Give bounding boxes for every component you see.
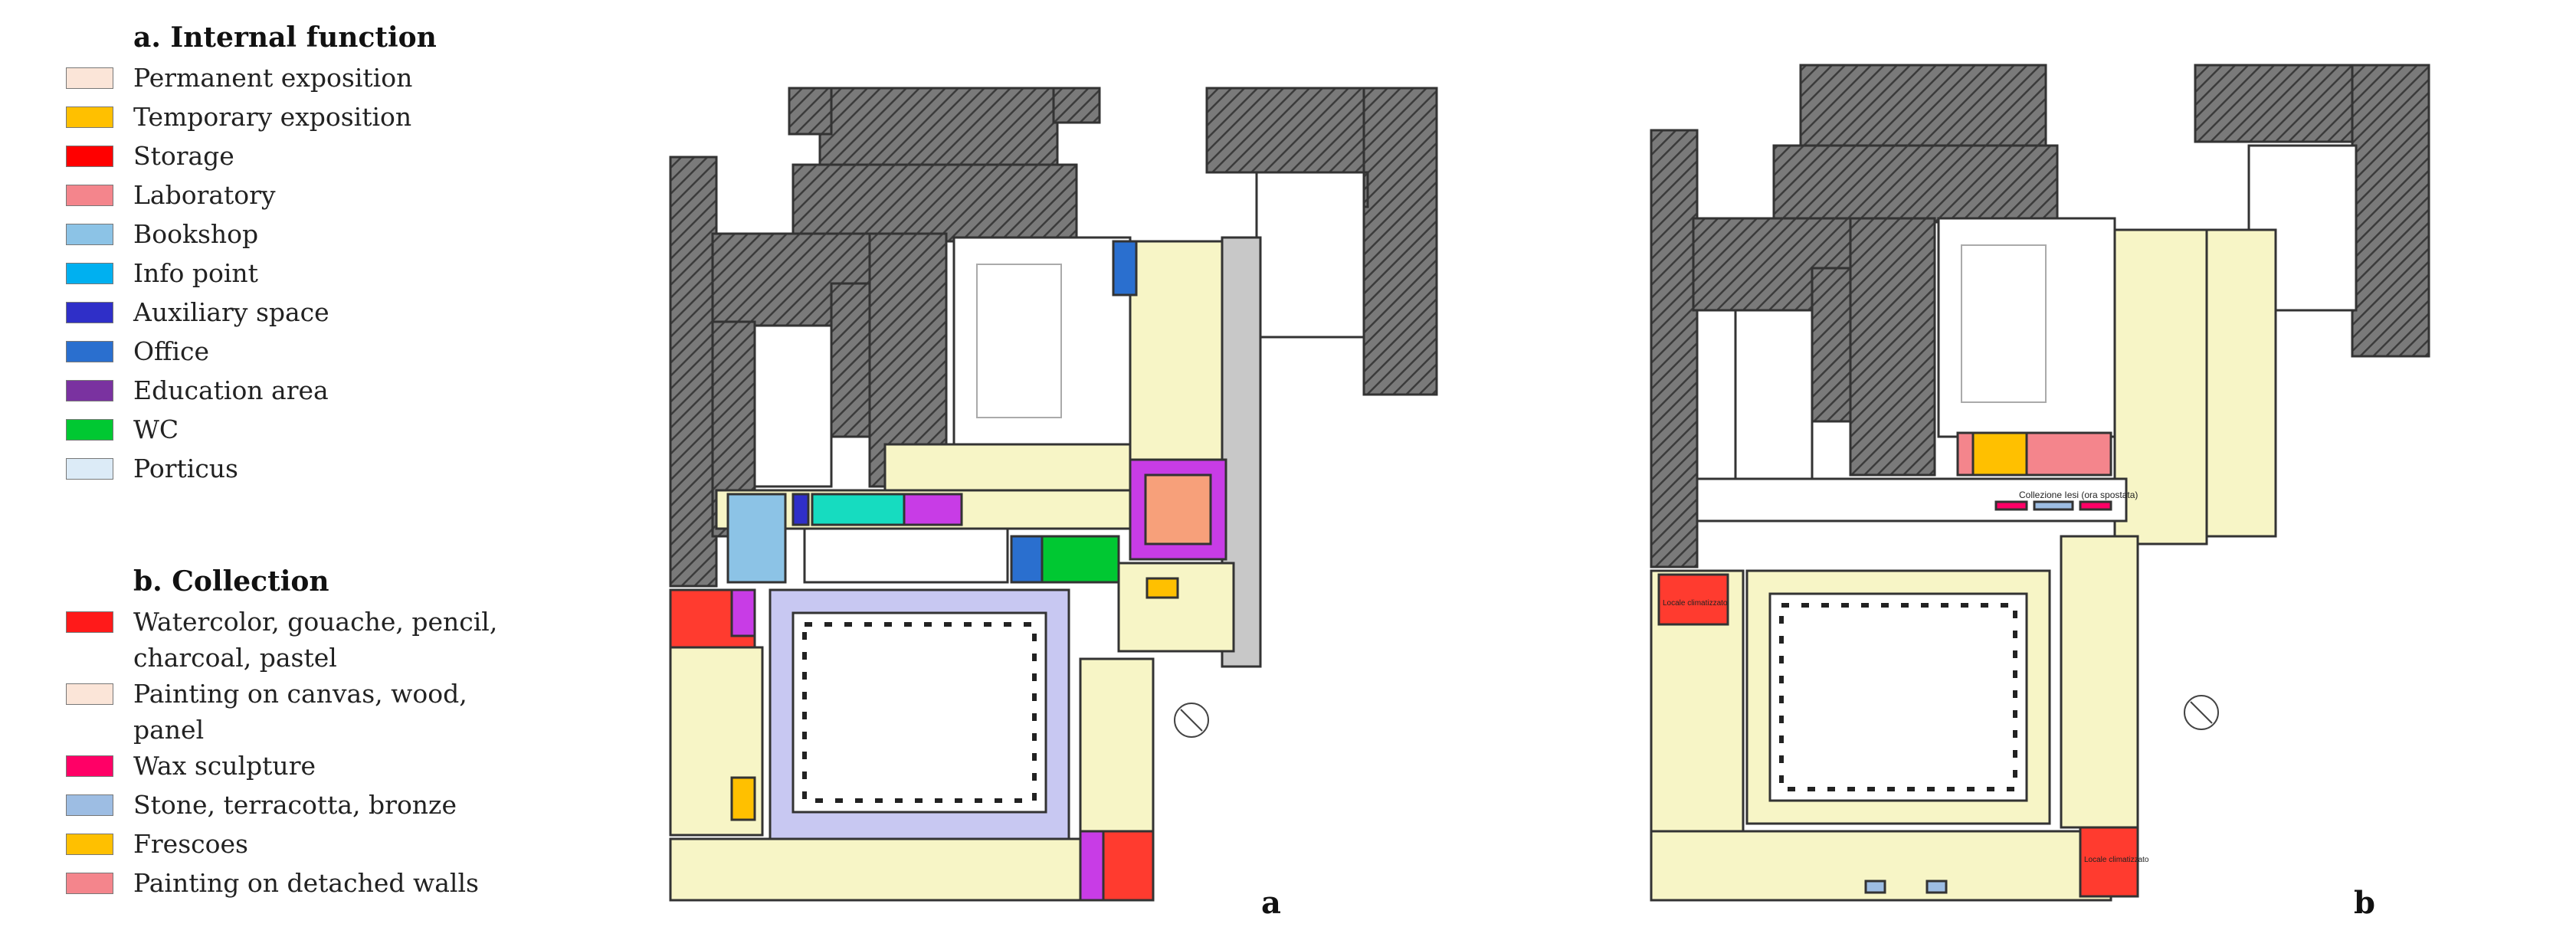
legend-label: Stone, terracotta, bronze: [133, 790, 457, 820]
swatch-porticus: [66, 458, 113, 480]
swatch-education-area: [66, 380, 113, 401]
swatch-wc: [66, 419, 113, 441]
legend-title-internal-function: a. Internal function: [133, 21, 437, 54]
legend-item-info-point: Info point: [66, 255, 541, 294]
swatch-watercolor: [66, 611, 113, 633]
legend-item-education-area: Education area: [66, 372, 541, 411]
legend-label: Info point: [133, 258, 258, 288]
legend-item-laboratory: Laboratory: [66, 177, 541, 216]
legend-item-auxiliary-space: Auxiliary space: [66, 294, 541, 333]
swatch-info-point: [66, 263, 113, 284]
legend-label: Temporary exposition: [133, 102, 412, 132]
legend-label: Storage: [133, 141, 234, 171]
swatch-stone-terracotta: [66, 794, 113, 816]
swatch-laboratory: [66, 185, 113, 206]
label-locale-climatizzato-2: Locale climatizzato: [2084, 856, 2149, 864]
plan-label-b: b: [2354, 885, 2375, 921]
legend-internal-function: a. Internal function Permanent expositio…: [66, 21, 541, 490]
plan-label-a: a: [1261, 885, 1281, 921]
legend-label: Office: [133, 336, 210, 366]
legend-label: Auxiliary space: [133, 297, 329, 327]
legend-item-temporary-exposition: Temporary exposition: [66, 99, 541, 138]
legend-label: Frescoes: [133, 829, 248, 859]
legend-item-bookshop: Bookshop: [66, 216, 541, 255]
legend-label: Education area: [133, 375, 329, 405]
floor-plan-b: Collezione Iesi (ora spostata) Locale cl…: [1650, 64, 2430, 902]
legend-collection: b. Collection Watercolor, gouache, penci…: [66, 565, 541, 904]
legend-label: Watercolor, gouache, pencil, charcoal, p…: [133, 607, 498, 673]
legend-item-painting-canvas: Painting on canvas, wood, panel: [66, 676, 541, 748]
legend-item-frescoes: Frescoes: [66, 826, 541, 865]
swatch-temporary-exposition: [66, 106, 113, 128]
legend-label: Painting on canvas, wood, panel: [133, 679, 467, 745]
legend-label: Bookshop: [133, 219, 259, 249]
legend-title-collection: b. Collection: [133, 565, 329, 598]
label-collection-iesi: Collezione Iesi (ora spostata): [2019, 490, 2138, 500]
legend-label: Painting on detached walls: [133, 868, 479, 898]
floor-plan-a: [669, 87, 1438, 902]
legend-item-detached-walls: Painting on detached walls: [66, 865, 541, 904]
label-locale-climatizzato-1: Locale climatizzato: [1663, 599, 1728, 608]
legend-label: Laboratory: [133, 180, 276, 210]
legend-item-porticus: Porticus: [66, 450, 541, 490]
legend-item-stone-terracotta: Stone, terracotta, bronze: [66, 787, 541, 826]
swatch-frescoes: [66, 834, 113, 855]
legend-label: WC: [133, 414, 179, 444]
swatch-painting-canvas: [66, 683, 113, 705]
legend-item-office: Office: [66, 333, 541, 372]
swatch-bookshop: [66, 224, 113, 245]
legend-item-storage: Storage: [66, 138, 541, 177]
swatch-permanent-exposition: [66, 67, 113, 89]
legend-label: Wax sculpture: [133, 751, 316, 781]
swatch-auxiliary-space: [66, 302, 113, 323]
legend-label: Porticus: [133, 454, 238, 483]
legend-item-permanent-exposition: Permanent exposition: [66, 60, 541, 99]
legend-item-wax-sculpture: Wax sculpture: [66, 748, 541, 787]
legend-item-wc: WC: [66, 411, 541, 450]
swatch-office: [66, 341, 113, 362]
swatch-wax-sculpture: [66, 755, 113, 777]
swatch-detached-walls: [66, 873, 113, 894]
legend-item-watercolor: Watercolor, gouache, pencil, charcoal, p…: [66, 604, 541, 676]
legend-label: Permanent exposition: [133, 63, 413, 93]
swatch-storage: [66, 146, 113, 167]
